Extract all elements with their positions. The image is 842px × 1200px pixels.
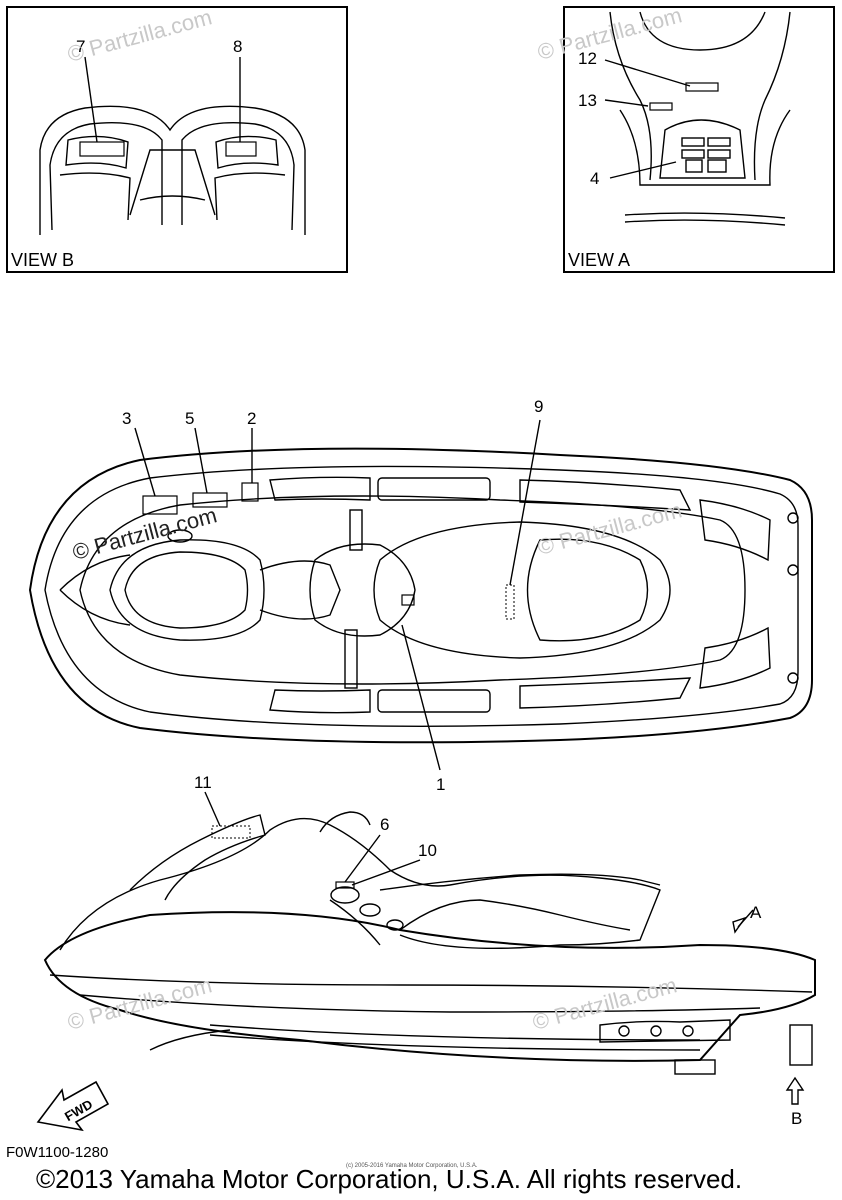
view-b-label: VIEW B bbox=[11, 250, 74, 270]
callout-6: 6 bbox=[380, 815, 389, 834]
side-view-watercraft bbox=[43, 791, 816, 1075]
view-b-panel bbox=[6, 6, 348, 273]
view-a-panel bbox=[563, 6, 835, 273]
view-a-label: VIEW A bbox=[568, 250, 630, 270]
callout-7: 7 bbox=[76, 37, 85, 56]
watermark: © Partzilla.com bbox=[535, 497, 685, 560]
arrow-a-label: A bbox=[750, 903, 762, 922]
small-copyright: (c) 2005-2016 Yamaha Motor Corporation, … bbox=[346, 1163, 478, 1169]
callout-8: 8 bbox=[233, 37, 242, 56]
watermark: © Partzilla.com bbox=[70, 502, 220, 565]
part-code: F0W1100-1280 bbox=[6, 1144, 109, 1161]
callout-3: 3 bbox=[122, 409, 131, 428]
watermark: © Partzilla.com bbox=[65, 4, 215, 67]
callout-4: 4 bbox=[590, 169, 599, 188]
callout-13: 13 bbox=[578, 91, 597, 110]
callout-10: 10 bbox=[418, 841, 437, 860]
callout-1: 1 bbox=[436, 775, 445, 794]
top-view-watercraft bbox=[28, 419, 813, 771]
watermark: © Partzilla.com bbox=[535, 2, 685, 65]
callout-12: 12 bbox=[578, 49, 597, 68]
arrow-b-label: B bbox=[791, 1109, 802, 1128]
callout-11: 11 bbox=[194, 773, 212, 792]
fwd-arrow-icon bbox=[36, 1080, 110, 1132]
callout-2: 2 bbox=[247, 409, 256, 428]
callout-5: 5 bbox=[185, 409, 194, 428]
arrow-b-icon bbox=[785, 1076, 805, 1105]
callout-9: 9 bbox=[534, 397, 543, 416]
copyright-footer: ©2013 Yamaha Motor Corporation, U.S.A. A… bbox=[36, 1164, 743, 1194]
arrow-a-icon bbox=[732, 909, 754, 934]
